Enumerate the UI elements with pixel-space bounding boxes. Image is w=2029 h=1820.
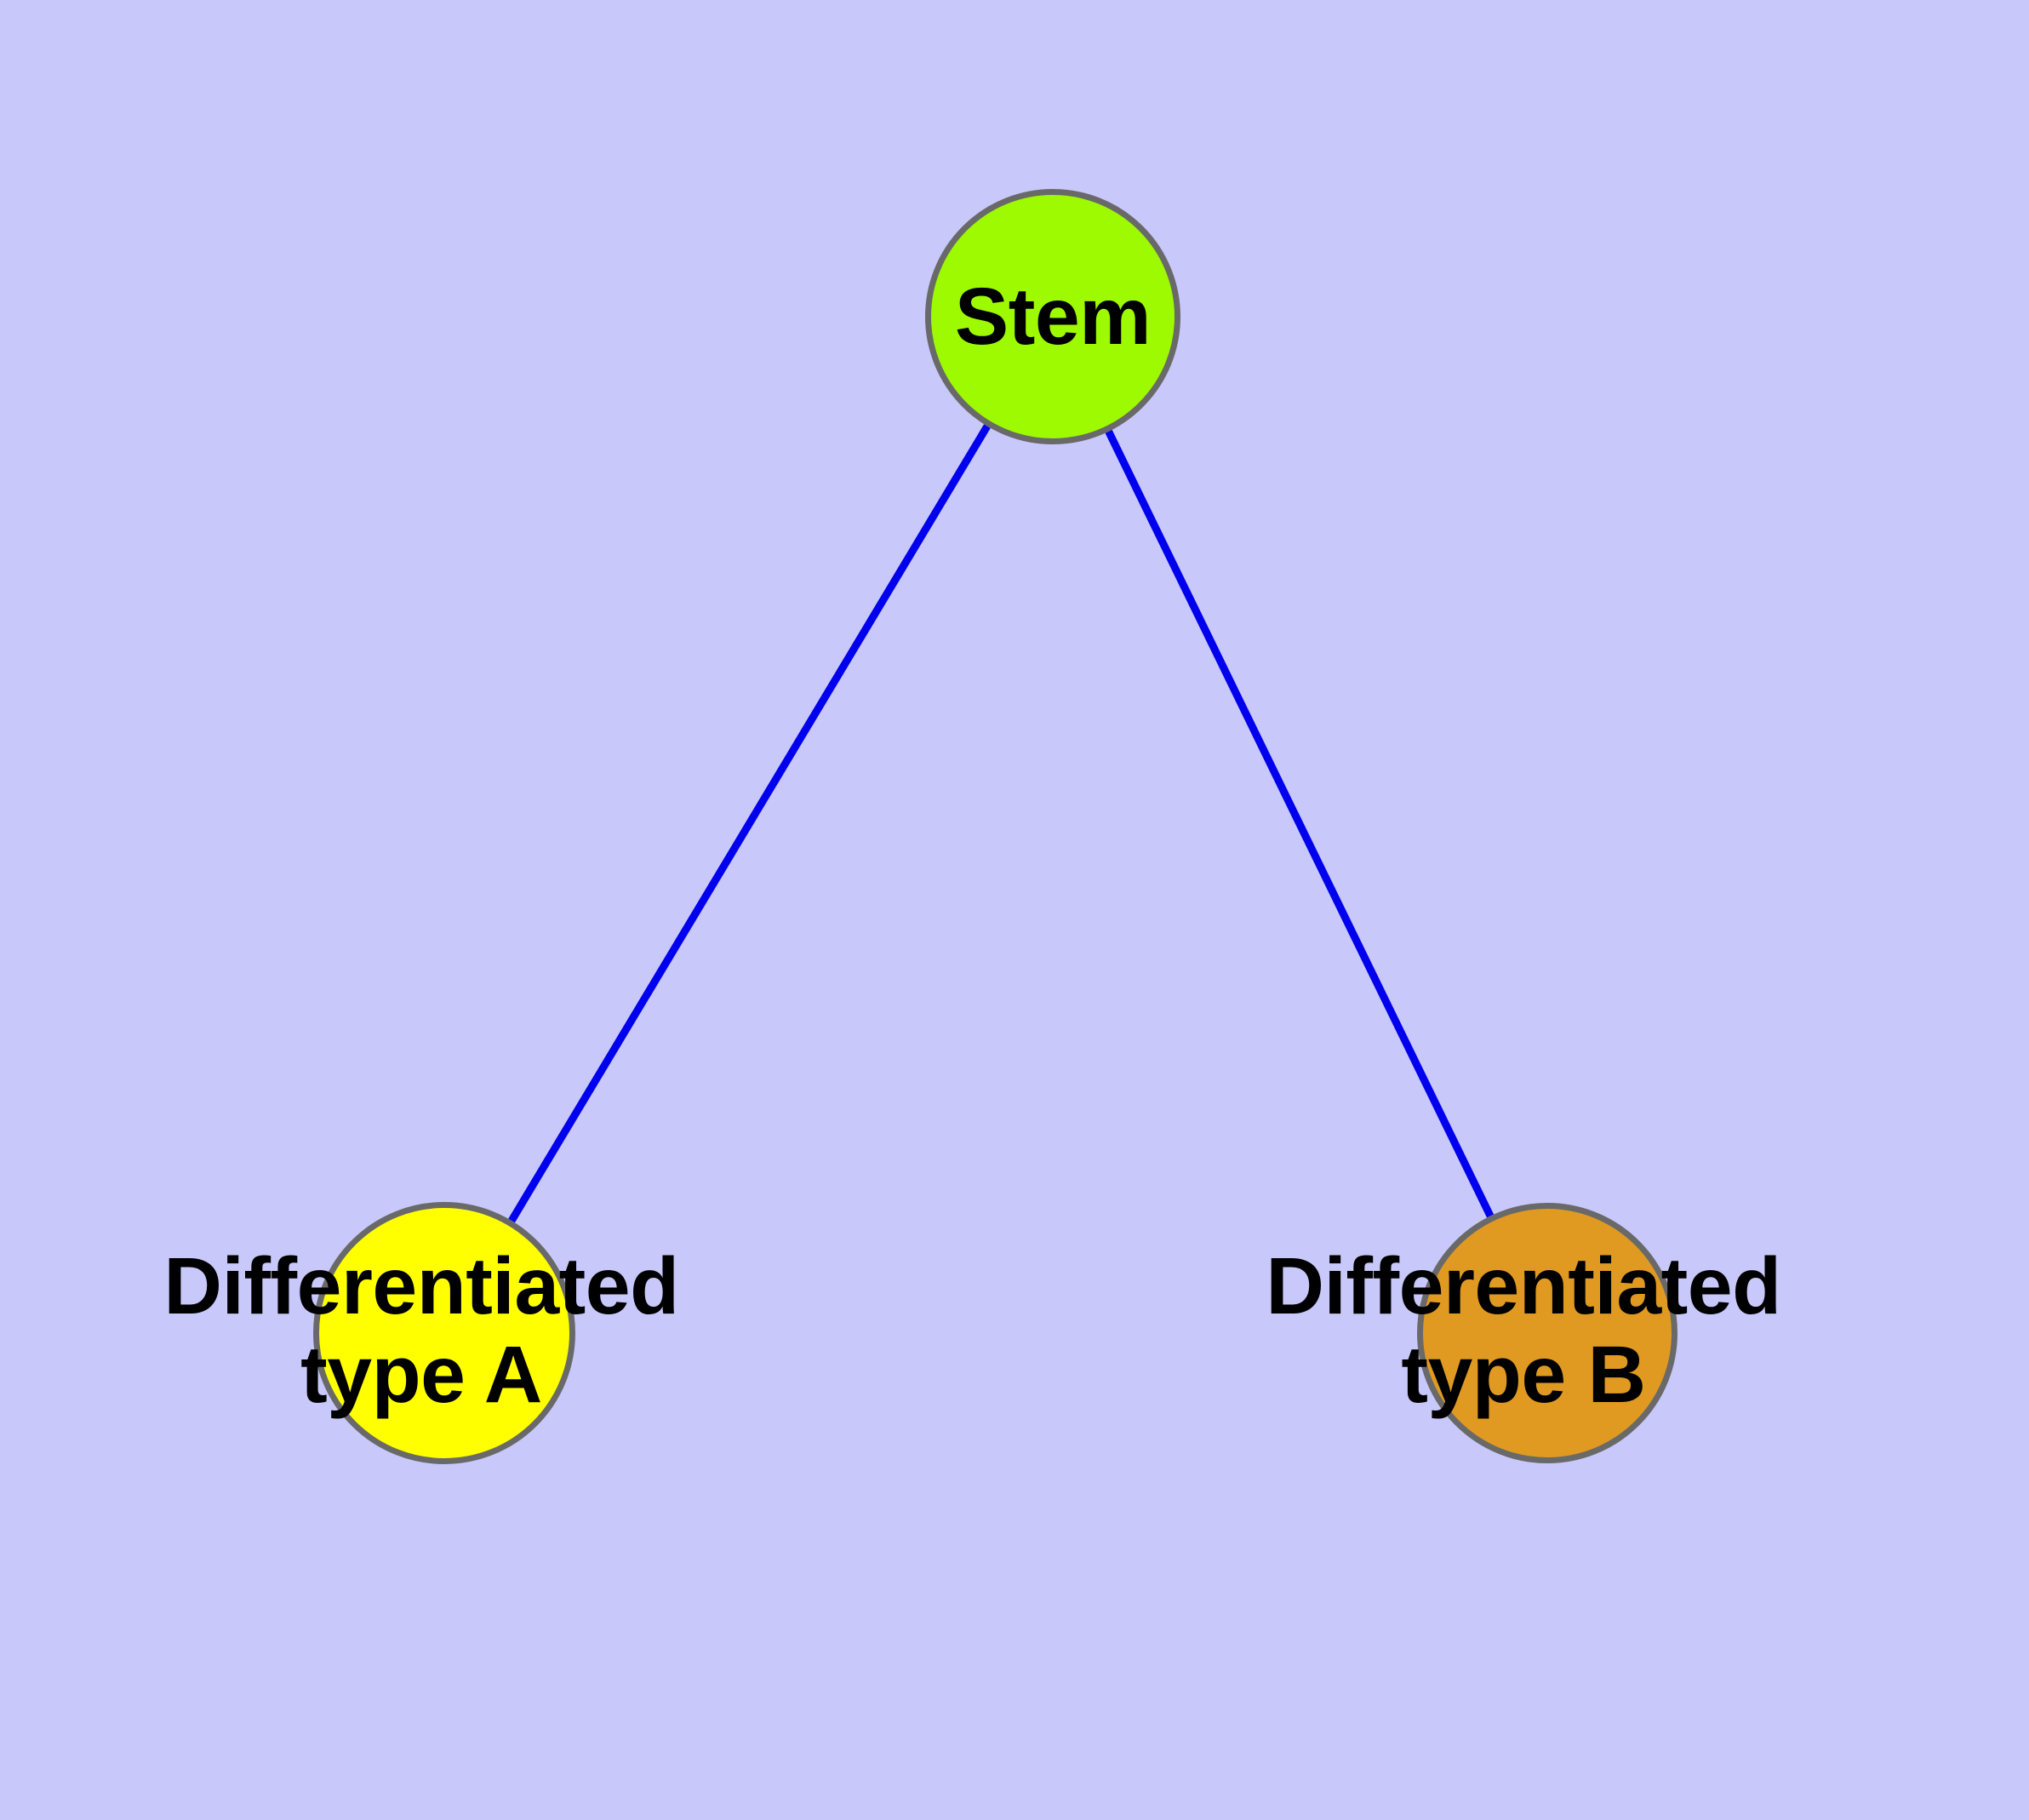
node-differentiated-type-a[interactable] — [313, 1202, 575, 1464]
edge-stem-to-type-a — [508, 424, 991, 1223]
edge-stem-to-type-b — [1105, 429, 1495, 1218]
node-stem[interactable] — [925, 189, 1180, 444]
node-differentiated-type-b[interactable] — [1417, 1203, 1677, 1463]
